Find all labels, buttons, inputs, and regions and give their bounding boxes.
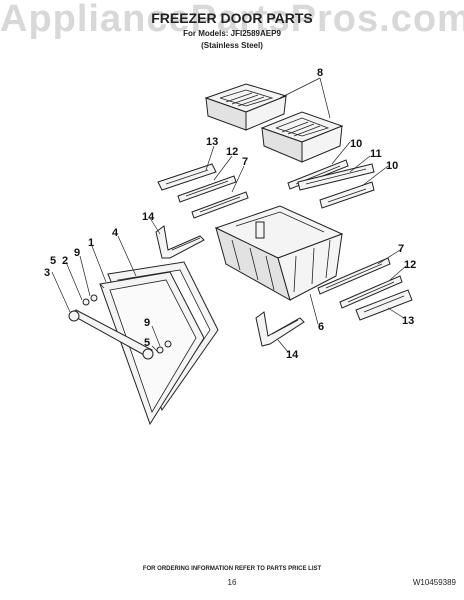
callout-7: 7 [242, 156, 248, 168]
upper-slide-rail-right-b [297, 163, 375, 191]
callout-5: 5 [144, 337, 150, 349]
callout-9: 9 [74, 247, 80, 259]
upper-slide-rail-right-c [319, 181, 375, 209]
door-handle [68, 309, 154, 360]
callout-12: 12 [404, 259, 416, 271]
callout-8: 8 [317, 67, 323, 79]
door-bracket-upper [155, 225, 205, 259]
callout-11: 11 [370, 148, 382, 160]
callout-9: 9 [144, 317, 150, 329]
callout-10: 10 [350, 138, 362, 150]
page-title: FREEZER DOOR PARTS [151, 10, 313, 26]
callout-14: 14 [286, 349, 299, 361]
rail-cover-left-upper [157, 163, 217, 191]
main-freezer-basket [214, 205, 344, 302]
model-line: For Models: JFI2589AEP9 [183, 29, 281, 38]
slide-rail-right-lower-b [339, 275, 403, 309]
slide-rail-right-lower [317, 257, 391, 295]
callout-14: 14 [142, 211, 155, 223]
handle-screw-upper [82, 294, 98, 306]
page-number: 16 [227, 578, 237, 587]
rail-cover-right-lower [355, 289, 413, 321]
upper-basket-right [260, 111, 344, 163]
callout-1: 1 [88, 237, 94, 249]
slide-rail-left-upper [177, 175, 237, 203]
leader-lines [51, 77, 407, 353]
callout-10: 10 [386, 160, 398, 172]
callout-4: 4 [112, 227, 119, 239]
callout-5: 5 [50, 255, 56, 267]
callout-7: 7 [398, 243, 404, 255]
upper-basket-left [204, 83, 288, 131]
document-number: W10459389 [412, 578, 456, 587]
handle-screw-lower [156, 340, 172, 354]
freezer-door-panel [99, 271, 205, 426]
door-bracket-lower [255, 311, 305, 347]
slide-rail-left-lower [191, 191, 249, 219]
callout-13: 13 [402, 315, 414, 327]
callout-6: 6 [318, 321, 324, 333]
callout-12: 12 [226, 146, 238, 158]
callout-2: 2 [62, 255, 68, 267]
callout-3: 3 [44, 267, 50, 279]
callout-13: 13 [206, 136, 218, 148]
watermark: AppliancePartsPros.com [0, 0, 464, 40]
finish-line: (Stainless Steel) [201, 41, 263, 50]
ordering-note: FOR ORDERING INFORMATION REFER TO PARTS … [142, 566, 322, 572]
